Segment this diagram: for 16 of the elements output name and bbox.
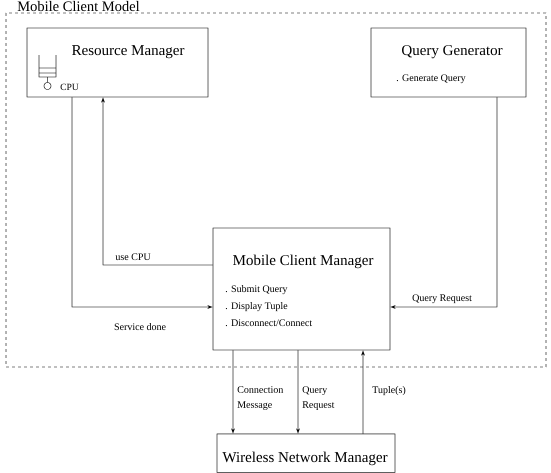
bullet-item: . Submit Query [226, 285, 288, 294]
edge-label: Query Request [302, 386, 334, 410]
box-title: Query Generator [402, 45, 502, 58]
box-title: Resource Manager [72, 45, 184, 58]
edge-label: use CPU [116, 253, 150, 260]
edge-label: Tuple(s) [372, 386, 406, 396]
box-title: Mobile Client Manager [233, 254, 374, 268]
frame-title: Mobile Client Model [18, 0, 140, 12]
edge-label: Service done [114, 323, 166, 330]
box-title: Wireless Network Manager [222, 452, 388, 466]
bullet-item: . Display Tuple [226, 302, 288, 312]
queue-label: CPU [60, 84, 78, 90]
bullet-item: . Disconnect/Connect [226, 319, 312, 326]
bullet-item: . Generate Query [396, 74, 466, 84]
edge-label: Connection Message [237, 386, 284, 410]
edge-label: Query Request [412, 294, 472, 304]
